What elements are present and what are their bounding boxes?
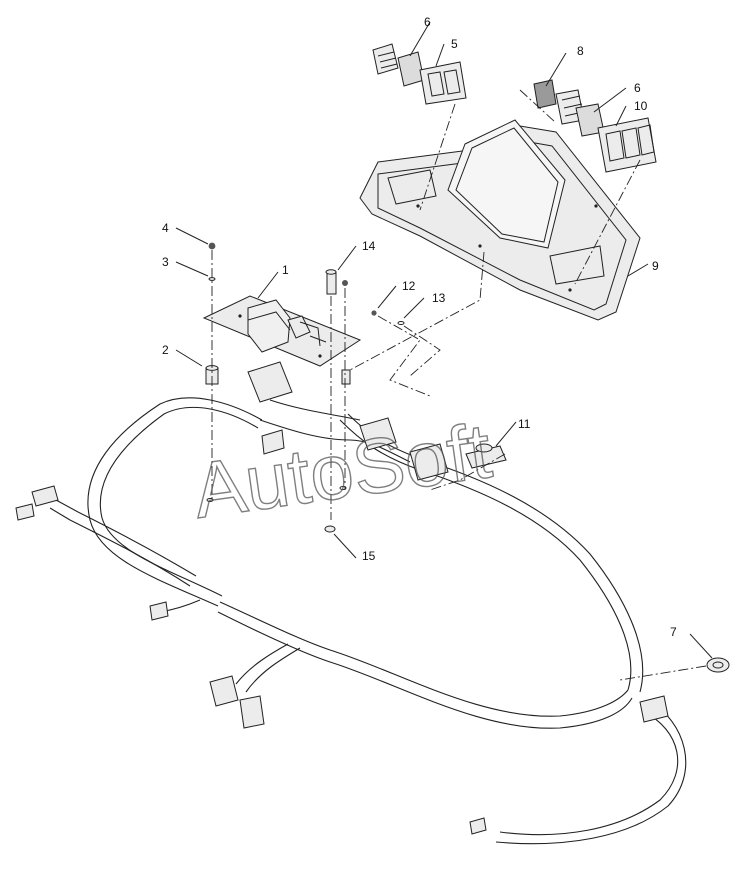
grommet-part-10: [706, 657, 730, 673]
callout-3: 3: [162, 255, 169, 269]
watermark-text: AutoSoft: [188, 406, 497, 535]
callout-6-left: 6: [424, 15, 431, 29]
callout-2: 2: [162, 343, 169, 357]
wire-harness: [49, 397, 687, 845]
callout-6-right: 6: [634, 81, 641, 95]
callout-14: 14: [362, 239, 376, 253]
control-module-part-1: [202, 295, 362, 367]
callout-1: 1: [282, 263, 289, 277]
dash-panel-part-8: [359, 119, 641, 321]
leader-lines: [175, 21, 713, 659]
assembly-lines: [211, 89, 707, 681]
callout-12: 12: [402, 279, 416, 293]
callout-4: 4: [162, 221, 169, 235]
sensor-part-11: [465, 443, 507, 469]
callout-9: 10: [634, 99, 648, 113]
connectors: [15, 361, 669, 835]
switch-group-left: [372, 43, 467, 105]
callout-7: 8: [577, 44, 584, 58]
callout-11: 11: [518, 417, 531, 431]
callout-15: 15: [362, 549, 376, 563]
callout-5: 5: [451, 37, 458, 51]
switch-group-right: [533, 79, 657, 173]
callout-10: 7: [670, 625, 677, 639]
callout-8: 9: [652, 259, 659, 273]
hardware-parts: [205, 242, 405, 533]
callout-labels: 6 5 8 6 10 9 4 3 1 14 12 13 2 11 15 7: [162, 15, 677, 639]
callout-13: 13: [432, 291, 446, 305]
